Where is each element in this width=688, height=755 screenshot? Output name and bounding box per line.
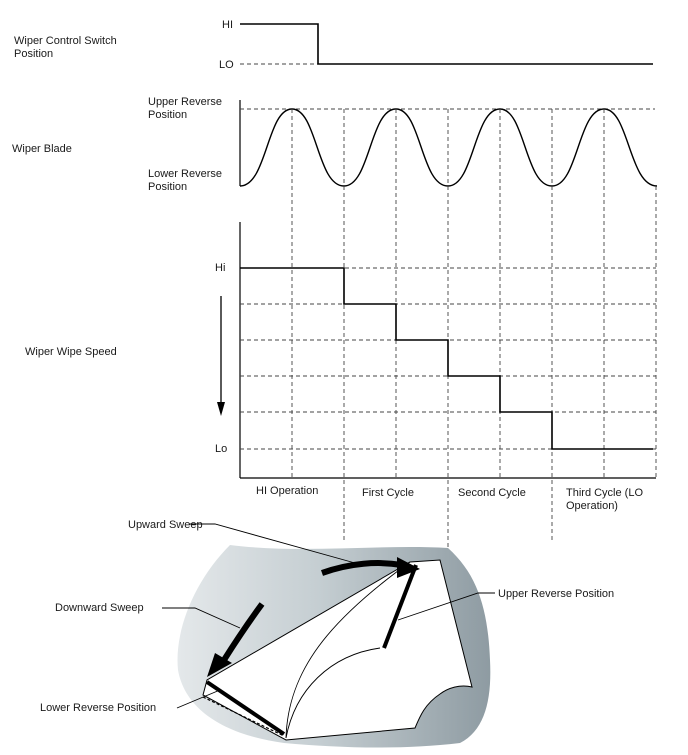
switch-chart-title-line1: Wiper Control Switch (14, 35, 117, 47)
wiped-area (202, 559, 473, 741)
downward-sweep-label: Downward Sweep (55, 602, 144, 614)
blade-lower-label-line2: Position (148, 181, 187, 193)
speed-step-trace (240, 267, 653, 450)
wiper-arc-outer (285, 561, 411, 739)
cycle-guides (291, 109, 657, 556)
phase-label-third-cycle-line1: Third Cycle (LO (566, 487, 643, 499)
upward-sweep-label: Upward Sweep (128, 519, 203, 531)
blade-chart-title: Wiper Blade (12, 143, 72, 155)
upward-sweep-leader (189, 523, 356, 564)
wiper-arc-inner (285, 647, 381, 739)
lower-reverse-position-label: Lower Reverse Position (40, 702, 156, 714)
speed-lo-label: Lo (215, 443, 227, 455)
phase-label-hi-operation: HI Operation (256, 485, 318, 497)
switch-lo-label: LO (219, 59, 234, 71)
upper-reverse-position-label: Upper Reverse Position (498, 588, 614, 600)
blade-position-wave (239, 108, 658, 187)
wiper-blade-lower (205, 680, 286, 736)
switch-chart-title-line2: Position (14, 48, 53, 60)
blade-upper-label-line1: Upper Reverse (148, 96, 222, 108)
blade-upper-label-line2: Position (148, 109, 187, 121)
downward-sweep-leader (162, 607, 241, 629)
upper-reverse-leader (397, 592, 495, 621)
blade-lower-label-line1: Lower Reverse (148, 168, 222, 180)
downward-sweep-arrow (221, 602, 265, 662)
phase-label-first-cycle: First Cycle (362, 487, 414, 499)
down-arrow-icon (217, 402, 225, 416)
phase-label-third-cycle-line2: Operation) (566, 500, 618, 512)
speed-chart-title: Wiper Wipe Speed (25, 346, 117, 358)
windshield-illustration (177, 545, 491, 748)
upward-sweep-arrow (320, 560, 403, 576)
wiper-blade-upper (382, 564, 418, 649)
speed-hi-label: Hi (215, 262, 225, 274)
phase-label-second-cycle: Second Cycle (458, 487, 526, 499)
arrow-right-icon (397, 557, 420, 578)
lower-reverse-leader (176, 689, 221, 709)
arrow-down-left-icon (207, 653, 232, 677)
switch-hi-label: HI (222, 19, 233, 31)
switch-position-trace (240, 23, 653, 65)
